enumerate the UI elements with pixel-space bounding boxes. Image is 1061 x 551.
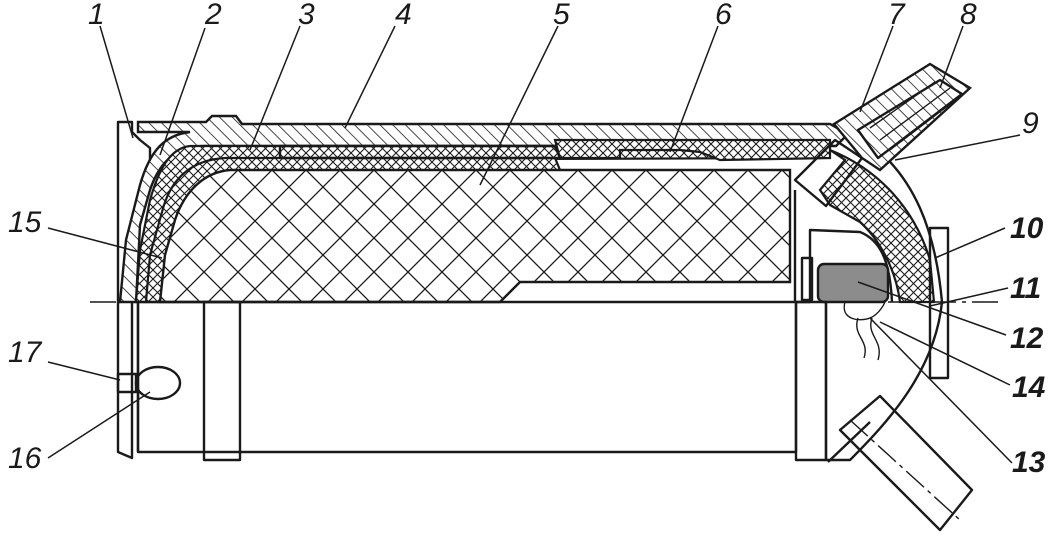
lower-nozzle (827, 394, 974, 532)
callout-5: 5 (553, 0, 570, 31)
leader-5 (479, 25, 559, 186)
front-flange-lower (116, 302, 134, 460)
callout-8: 8 (960, 0, 977, 31)
leader-9 (894, 134, 1021, 161)
upper-section (116, 62, 973, 380)
callout-17: 17 (8, 336, 43, 369)
lower-nozzle-collar (827, 421, 871, 463)
callout-1: 1 (88, 0, 105, 31)
aft-sleeve (553, 138, 832, 162)
callout-3: 3 (298, 0, 315, 31)
aft-dome-lower (824, 301, 944, 462)
leader-4 (344, 25, 396, 129)
leader-11 (929, 287, 1009, 307)
igniter-wire-b (870, 317, 880, 361)
aft-band (794, 300, 828, 462)
callout-13: 13 (1012, 446, 1046, 479)
propellant-grain (158, 168, 792, 304)
upper-nozzle-axis (879, 87, 951, 141)
igniter-cap (800, 256, 814, 302)
callout-6: 6 (715, 0, 732, 31)
leader-7 (859, 25, 894, 113)
callout-7: 7 (888, 0, 906, 31)
callout-9: 9 (1022, 107, 1039, 140)
aft-ring (928, 226, 950, 380)
upper-nozzle (832, 62, 973, 172)
callout-10: 10 (1010, 212, 1044, 245)
leader-lines (47, 25, 1021, 464)
igniter-wire-a (856, 317, 866, 359)
leader-6 (669, 25, 719, 153)
igniter-bridge (843, 301, 886, 321)
lower-nozzle-cone (838, 394, 974, 532)
leader-15 (47, 227, 163, 259)
callout-15: 15 (8, 206, 42, 239)
leader-16 (47, 391, 151, 459)
aft-cavity (793, 190, 894, 304)
aft-dome-lining (818, 148, 936, 304)
motor-tube (136, 300, 798, 454)
callout-labels: 1 2 3 4 5 6 7 8 9 10 11 12 13 14 15 16 1… (8, 0, 1046, 479)
leader-2 (159, 27, 206, 156)
leader-1 (99, 25, 134, 139)
leader-13 (869, 317, 1013, 464)
callout-12: 12 (1010, 322, 1044, 355)
callout-2: 2 (204, 0, 222, 31)
upper-nozzle-line-a (869, 81, 936, 129)
case-wall (118, 114, 850, 304)
callout-11: 11 (1010, 272, 1041, 305)
upper-nozzle-line-b (889, 97, 959, 151)
leader-12 (857, 281, 1007, 336)
leader-17 (47, 361, 121, 381)
leader-8 (939, 25, 964, 89)
leader-3 (249, 25, 301, 151)
upper-nozzle-cone (856, 78, 964, 160)
suspension-lug (134, 365, 182, 401)
lower-exterior (116, 300, 974, 532)
igniter (816, 262, 890, 304)
callout-4: 4 (395, 0, 412, 31)
callout-16: 16 (8, 442, 42, 475)
leader-10 (934, 227, 1006, 259)
lug-pin (116, 372, 138, 394)
leader-14 (879, 321, 1011, 386)
callout-14: 14 (1012, 371, 1046, 404)
lower-nozzle-axis (849, 419, 961, 521)
front-band (202, 300, 242, 462)
